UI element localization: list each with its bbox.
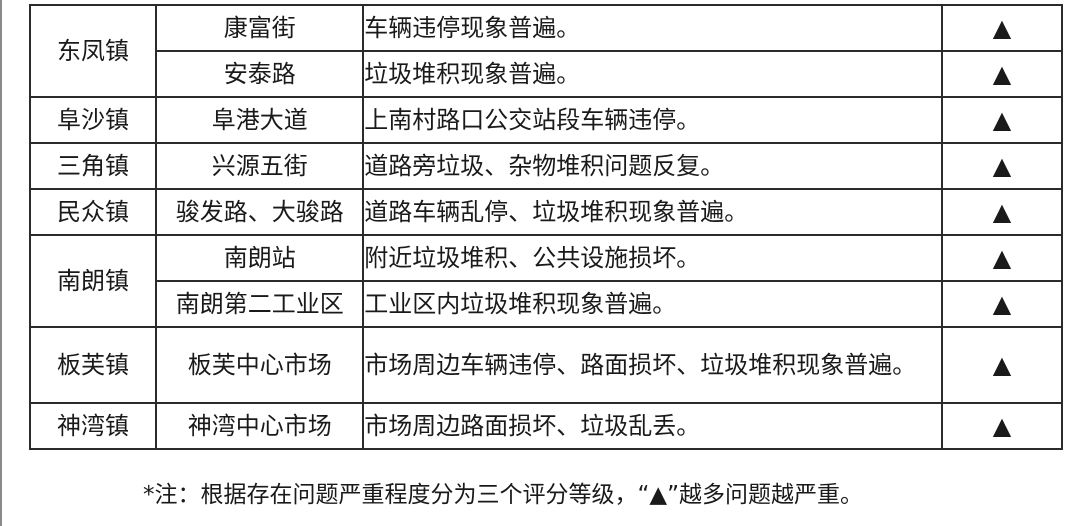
severity-triangle-icon: ▲ xyxy=(940,4,1064,52)
footnote: *注：根据存在问题严重程度分为三个评分等级，“▲”越多问题越严重。 xyxy=(143,482,864,508)
town-cell: 阜沙镇 xyxy=(28,96,158,144)
road-cell: 安泰路 xyxy=(155,50,365,98)
issue-cell: 道路车辆乱停、垃圾堆积现象普遍。 xyxy=(362,188,943,236)
issue-cell: 道路旁垃圾、杂物堆积问题反复。 xyxy=(362,142,943,190)
severity-triangle-icon: ▲ xyxy=(940,402,1064,450)
issue-cell: 上南村路口公交站段车辆违停。 xyxy=(362,96,943,144)
town-cell: 东凤镇 xyxy=(28,4,158,98)
town-cell: 民众镇 xyxy=(28,188,158,236)
severity-triangle-icon: ▲ xyxy=(940,142,1064,190)
severity-triangle-icon: ▲ xyxy=(940,280,1064,328)
road-cell: 骏发路、大骏路 xyxy=(155,188,365,236)
table-row: 东凤镇 康富街 车辆违停现象普遍。 ▲ xyxy=(28,4,1064,98)
table-row: 板芙镇 板芙中心市场 市场周边车辆违停、路面损坏、垃圾堆积现象普遍。 ▲ xyxy=(28,326,1064,404)
road-cell: 兴源五街 xyxy=(155,142,365,190)
severity-triangle-icon: ▲ xyxy=(940,234,1064,282)
table-row: 民众镇 骏发路、大骏路 道路车辆乱停、垃圾堆积现象普遍。 ▲ xyxy=(28,188,1064,236)
road-cell: 板芙中心市场 xyxy=(155,326,365,404)
issue-cell: 市场周边路面损坏、垃圾乱丢。 xyxy=(362,402,943,450)
table-row: 三角镇 兴源五街 道路旁垃圾、杂物堆积问题反复。 ▲ xyxy=(28,142,1064,190)
town-cell: 三角镇 xyxy=(28,142,158,190)
road-cell: 神湾中心市场 xyxy=(155,402,365,450)
page-edge-line xyxy=(0,0,2,526)
severity-triangle-icon: ▲ xyxy=(940,96,1064,144)
table-row: 安泰路 垃圾堆积现象普遍。 ▲ xyxy=(30,50,1064,98)
road-cell: 南朗站 xyxy=(155,234,365,282)
severity-triangle-icon: ▲ xyxy=(940,188,1064,236)
road-cell: 阜港大道 xyxy=(155,96,365,144)
town-cell: 板芙镇 xyxy=(28,326,158,404)
problem-table: 东凤镇 康富街 车辆违停现象普遍。 ▲ 安泰路 垃圾堆积现象普遍。 ▲ 阜沙镇 … xyxy=(28,4,1064,450)
table-row: 神湾镇 神湾中心市场 市场周边路面损坏、垃圾乱丢。 ▲ xyxy=(28,402,1064,450)
town-cell: 神湾镇 xyxy=(28,402,158,450)
severity-triangle-icon: ▲ xyxy=(940,326,1064,404)
road-cell: 南朗第二工业区 xyxy=(155,280,365,328)
issue-cell: 市场周边车辆违停、路面损坏、垃圾堆积现象普遍。 xyxy=(362,326,943,404)
table-row: 阜沙镇 阜港大道 上南村路口公交站段车辆违停。 ▲ xyxy=(28,96,1064,144)
issue-cell: 工业区内垃圾堆积现象普遍。 xyxy=(362,280,943,328)
road-cell: 康富街 xyxy=(155,4,365,52)
issue-cell: 车辆违停现象普遍。 xyxy=(362,4,943,52)
issue-cell: 附近垃圾堆积、公共设施损坏。 xyxy=(362,234,943,282)
table-row: 南朗镇 南朗站 附近垃圾堆积、公共设施损坏。 ▲ xyxy=(28,234,1064,328)
town-cell: 南朗镇 xyxy=(28,234,158,328)
issue-cell: 垃圾堆积现象普遍。 xyxy=(362,50,943,98)
severity-triangle-icon: ▲ xyxy=(940,50,1064,98)
table-row: 南朗第二工业区 工业区内垃圾堆积现象普遍。 ▲ xyxy=(30,280,1064,328)
